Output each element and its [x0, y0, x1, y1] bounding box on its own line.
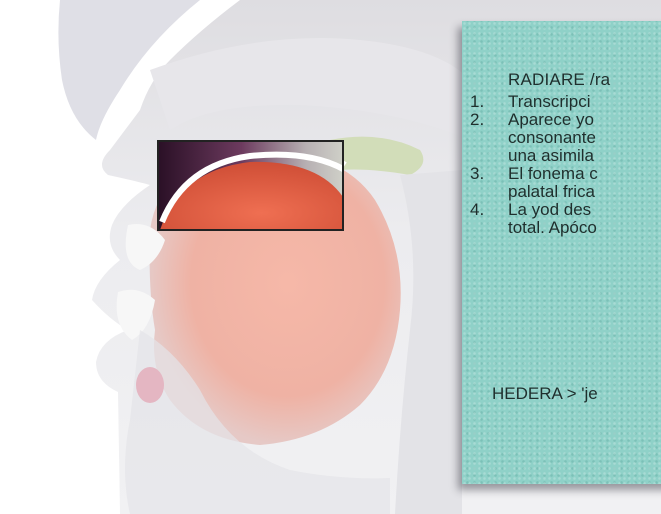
step-line: El fonema c [508, 165, 598, 183]
pharynx-shape [395, 170, 462, 514]
card-title: RADIARE /ra [508, 70, 610, 90]
step-number: 4. [470, 201, 490, 219]
step-line: una asimila [508, 147, 598, 165]
upper-cavity-shape [150, 38, 470, 140]
step-number: 1. [470, 93, 490, 111]
step-line: palatal frica [508, 183, 598, 201]
step-item: 3. El fonema c palatal frica [470, 165, 598, 201]
lower-teeth-shape [117, 290, 155, 340]
steps-list: 1. Transcripci 2. Aparece yo consonante … [470, 93, 598, 237]
step-line: Transcripci [508, 93, 598, 111]
step-number: 2. [470, 111, 490, 129]
step-line: consonante [508, 129, 598, 147]
step-item: 1. Transcripci [470, 93, 598, 111]
step-line: La yod des [508, 201, 598, 219]
text-card: RADIARE /ra 1. Transcripci 2. Aparece yo… [462, 21, 661, 484]
step-line: total. Apóco [508, 219, 598, 237]
step-item: 2. Aparece yo consonante una asimila [470, 111, 598, 165]
lower-lip-shape [136, 367, 164, 403]
step-item: 4. La yod des total. Apóco [470, 201, 598, 237]
example-text: HEDERA > 'je [492, 384, 598, 404]
step-number: 3. [470, 165, 490, 183]
step-line: Aparece yo [508, 111, 598, 129]
